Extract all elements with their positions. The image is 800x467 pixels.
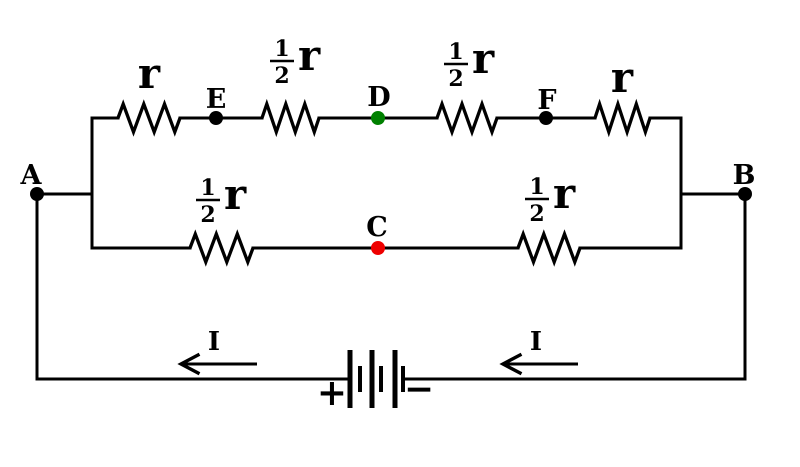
resistor-r-df	[435, 99, 499, 137]
resistor-value-r-ae: r	[138, 49, 161, 98]
node-dot-a	[30, 187, 44, 201]
resistor-value-r-r-df: r	[472, 34, 495, 83]
resistor-r-cb	[516, 229, 582, 267]
resistor-value-denominator-r-df: 2	[448, 66, 463, 92]
current-label-right: I	[530, 327, 542, 357]
resistor-r-fb	[593, 98, 652, 138]
current-label-left: I	[208, 327, 220, 357]
resistor-value-denominator-r-ed: 2	[274, 63, 289, 89]
resistor-value-numerator-r-ac: 1	[200, 175, 215, 201]
node-dot-d	[371, 111, 385, 125]
node-dot-c	[371, 241, 385, 255]
battery-plus-label: +	[317, 372, 347, 414]
node-label-c: C	[366, 212, 388, 243]
battery-minus-label: −	[404, 368, 434, 410]
resistor-r-ac	[188, 229, 255, 267]
resistor-value-r-r-cb: r	[553, 169, 576, 218]
node-label-f: F	[537, 85, 556, 116]
node-dot-b	[738, 187, 752, 201]
node-dot-e	[209, 111, 223, 125]
resistor-value-denominator-r-cb: 2	[529, 201, 544, 227]
resistor-value-denominator-r-ac: 2	[200, 202, 215, 228]
current-arrowhead-left	[177, 352, 201, 376]
current-arrowhead-right	[499, 352, 523, 376]
resistor-r-ae	[116, 99, 182, 137]
node-label-a: A	[20, 160, 43, 191]
resistor-value-numerator-r-cb: 1	[529, 174, 544, 200]
node-label-b: B	[733, 160, 756, 191]
resistor-value-r-fb: r	[611, 53, 634, 102]
resistor-value-r-r-ac: r	[224, 170, 247, 219]
node-label-e: E	[206, 84, 227, 115]
resistor-r-ed	[260, 98, 321, 138]
resistor-value-numerator-r-df: 1	[448, 39, 463, 65]
node-label-d: D	[367, 82, 390, 113]
resistor-value-numerator-r-ed: 1	[274, 36, 289, 62]
node-dot-f	[539, 111, 553, 125]
resistor-value-r-r-ed: r	[298, 31, 321, 80]
